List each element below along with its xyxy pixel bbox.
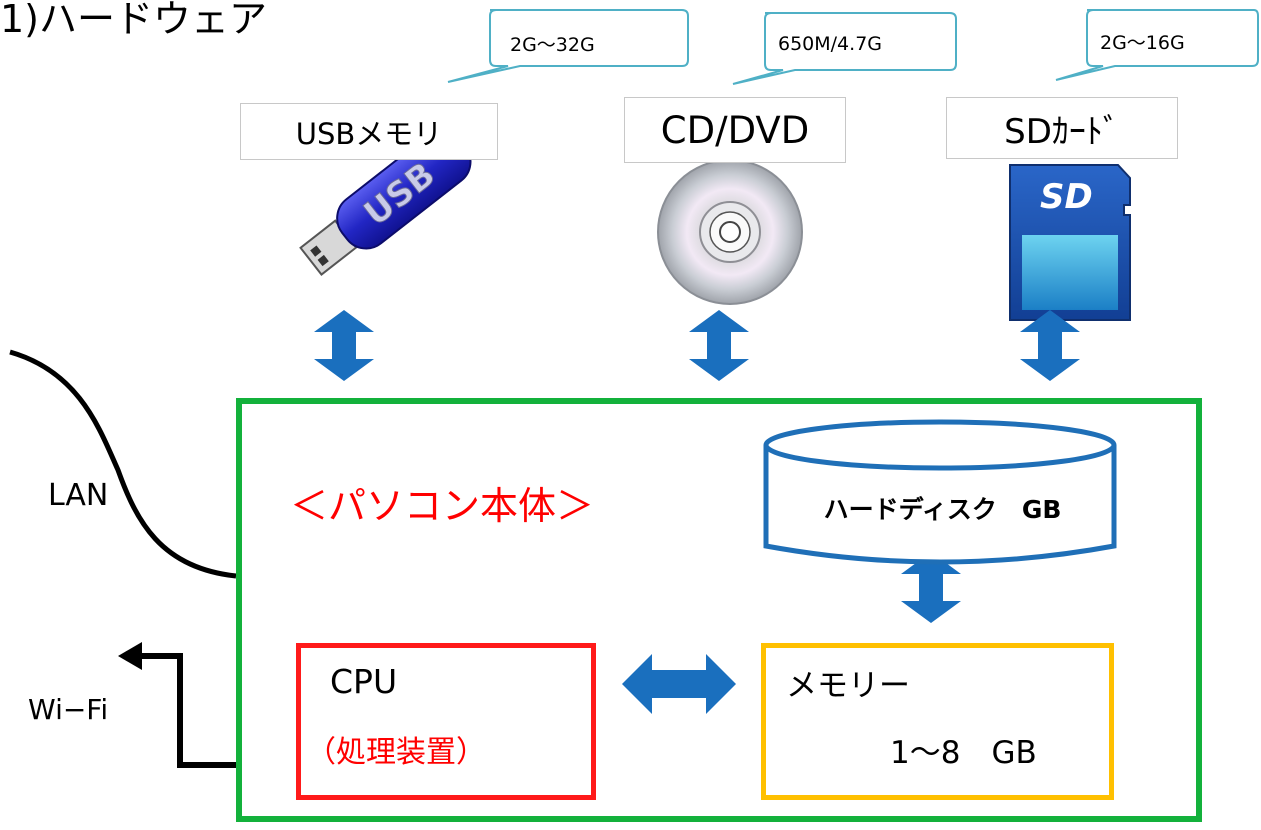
pc-body-title: ＜パソコン本体＞ — [290, 484, 595, 528]
callout-usb — [447, 9, 689, 83]
cpu-subtitle: （処理装置） — [306, 735, 486, 770]
wifi-line — [118, 642, 236, 768]
svg-text:SD: SD — [1040, 177, 1093, 217]
hard-disk-label: ハードディスク GB — [823, 495, 1062, 524]
callout-cd — [732, 12, 957, 85]
callout-sd — [1055, 9, 1259, 81]
usb-capacity-label: 2G〜32G — [510, 34, 595, 56]
cd-dvd-label: CD/DVD — [624, 97, 846, 163]
memory-box — [761, 643, 1114, 800]
sd-card-icon: SD — [1009, 164, 1131, 321]
cpu-memory-arrow — [622, 654, 736, 714]
lan-label: LAN — [48, 478, 109, 513]
sd-capacity-label: 2G〜16G — [1100, 32, 1185, 54]
cpu-box — [296, 643, 596, 800]
memory-size: 1〜8 GB — [890, 735, 1037, 771]
usb-transfer-arrow — [314, 310, 374, 381]
cpu-label: CPU — [330, 662, 398, 701]
wifi-label: Wi−Fi — [28, 693, 109, 726]
hard-disk-shape — [763, 419, 1117, 565]
cd-disc-icon — [657, 159, 803, 305]
pc-body-box — [236, 398, 1202, 822]
memory-label: メモリー — [786, 668, 910, 704]
cd-capacity-label: 650M/4.7G — [778, 33, 882, 55]
page-title: 1)ハードウェア — [0, 0, 268, 41]
sd-card-label: SDｶｰﾄﾞ — [946, 97, 1178, 159]
cd-transfer-arrow — [689, 310, 749, 381]
usb-memory-label: USBメモリ — [240, 103, 498, 160]
lan-cable — [9, 349, 237, 579]
